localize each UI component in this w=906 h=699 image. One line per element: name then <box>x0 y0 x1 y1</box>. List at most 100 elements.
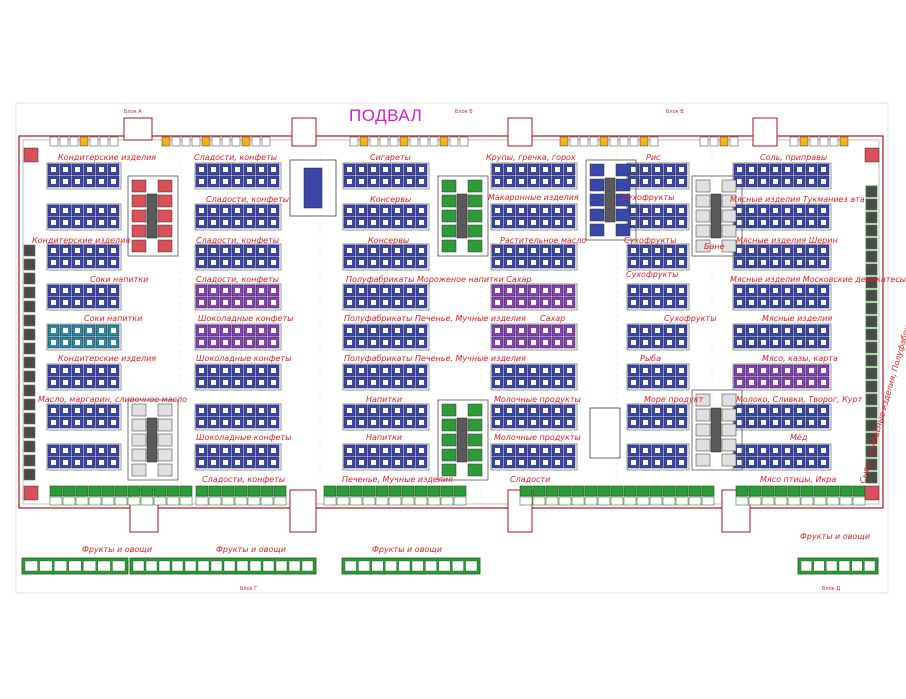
stall-marker <box>555 248 560 253</box>
perimeter-stall <box>251 136 261 147</box>
escalator-core <box>303 167 323 209</box>
stall-marker <box>199 260 204 265</box>
stall-marker <box>555 220 560 225</box>
stall <box>157 209 173 223</box>
perimeter-stall <box>609 136 619 147</box>
stall-marker <box>749 420 754 425</box>
stall-marker <box>809 460 814 465</box>
perimeter-stall <box>336 485 350 497</box>
perimeter-stall <box>166 496 180 506</box>
service-block <box>585 159 637 241</box>
perimeter-stall <box>69 136 79 147</box>
corner-stall <box>23 485 39 501</box>
stall-marker <box>371 179 376 184</box>
zone-label: Сухофрукты <box>664 314 717 323</box>
stall-marker <box>247 300 252 305</box>
stall <box>467 418 483 432</box>
perimeter-stall <box>610 496 624 506</box>
stall-marker <box>199 340 204 345</box>
perimeter-stall <box>865 367 878 380</box>
perimeter-stall <box>865 198 878 211</box>
stall-marker <box>667 460 672 465</box>
perimeter-stall <box>23 412 36 425</box>
stall-marker <box>271 328 276 333</box>
stall-marker <box>821 340 826 345</box>
stall-marker <box>761 300 766 305</box>
perimeter-stall <box>401 485 415 497</box>
stall-marker <box>419 260 424 265</box>
stall-marker <box>631 460 636 465</box>
perimeter-stall <box>388 496 402 506</box>
stall-marker <box>507 208 512 213</box>
produce-stall <box>344 560 357 572</box>
stall-cluster-r2c1 <box>194 243 282 271</box>
stall-marker <box>631 328 636 333</box>
perimeter-stall <box>23 398 36 411</box>
stall-marker <box>531 179 536 184</box>
stall-marker <box>419 448 424 453</box>
stall-cluster-r0c2 <box>342 162 430 190</box>
stall-marker <box>419 167 424 172</box>
stall-marker <box>737 328 742 333</box>
perimeter-stall <box>49 136 59 147</box>
perimeter-stall <box>195 496 209 506</box>
perimeter-stall <box>234 485 248 497</box>
perimeter-stall <box>362 485 376 497</box>
perimeter-stall <box>369 136 379 147</box>
perimeter-stall <box>571 485 585 497</box>
stall-marker <box>63 328 68 333</box>
perimeter-stall <box>440 496 454 506</box>
stall-marker <box>643 167 648 172</box>
perimeter-stall <box>819 136 829 147</box>
zone-label: Сигареты <box>370 153 411 162</box>
stall-marker <box>87 208 92 213</box>
perimeter-stall <box>532 485 546 497</box>
perimeter-stall <box>579 136 589 147</box>
stall-marker <box>271 420 276 425</box>
stall-marker <box>407 408 412 413</box>
perimeter-stall <box>101 496 115 506</box>
stall <box>695 408 711 422</box>
stall-marker <box>371 328 376 333</box>
perimeter-stall <box>589 136 599 147</box>
stall-marker <box>667 328 672 333</box>
stall-marker <box>655 248 660 253</box>
stall-marker <box>495 408 500 413</box>
zone-label: Шоколадные конфеты <box>196 433 292 442</box>
produce-stall <box>53 560 67 572</box>
stall-marker <box>383 179 388 184</box>
perimeter-stall <box>114 496 128 506</box>
produce-stall <box>398 560 411 572</box>
stall-marker <box>211 460 216 465</box>
stall-marker <box>347 448 352 453</box>
stall-marker <box>407 328 412 333</box>
stall-marker <box>749 460 754 465</box>
perimeter-stall <box>88 496 102 506</box>
stall-marker <box>271 380 276 385</box>
stall-marker <box>507 260 512 265</box>
perimeter-stall <box>865 341 878 354</box>
stall <box>467 403 483 417</box>
service-block <box>437 399 489 481</box>
stall-marker <box>495 288 500 293</box>
stall-marker <box>679 340 684 345</box>
stall-marker <box>235 368 240 373</box>
stall-marker <box>631 248 636 253</box>
stall-marker <box>51 408 56 413</box>
perimeter-stall <box>349 496 363 506</box>
stall-marker <box>235 208 240 213</box>
stall-marker <box>211 448 216 453</box>
stall-cluster-r0c0 <box>46 162 122 190</box>
zone-label: Полуфабрикаты Мороженое напитки Сахар <box>346 275 532 284</box>
stall-marker <box>737 208 742 213</box>
stall-marker <box>99 340 104 345</box>
stall-marker <box>87 288 92 293</box>
produce-stall <box>184 560 197 572</box>
perimeter-stall <box>675 496 689 506</box>
perimeter-stall <box>532 496 546 506</box>
stall-marker <box>797 460 802 465</box>
produce-stall <box>171 560 184 572</box>
stall-marker <box>519 300 524 305</box>
stall-marker <box>419 460 424 465</box>
